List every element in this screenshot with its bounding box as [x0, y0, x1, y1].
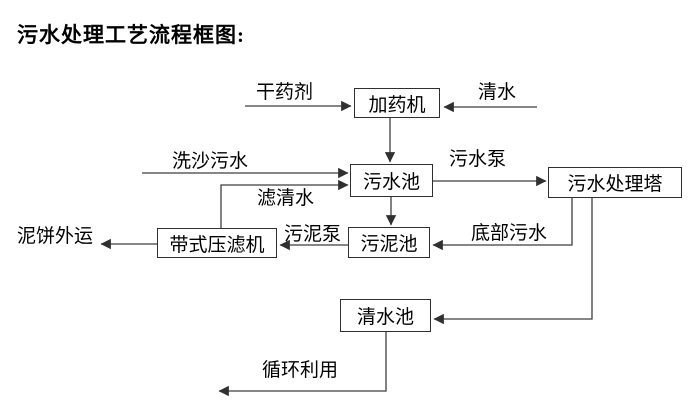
node-wastewater-treatment-tower: 污水处理塔 — [548, 167, 682, 198]
label-clear-water: 清水 — [478, 82, 517, 103]
arrow-tower-to-clear-water-pool — [433, 198, 593, 325]
label-dry-agent: 干药剂 — [256, 82, 314, 103]
arrow-tower-bottom-wastewater-to-sludge-pool — [432, 198, 573, 251]
label-bottom-wastewater: 底部污水 — [471, 223, 548, 244]
node-dosing-machine: 加药机 — [354, 88, 440, 118]
label-sand-washing-wastewater: 洗沙污水 — [172, 151, 249, 172]
node-sludge-pool: 污泥池 — [348, 227, 430, 258]
page-title: 污水处理工艺流程框图: — [17, 23, 245, 47]
label-sludge-pump: 污泥泵 — [284, 224, 342, 245]
arrow-clear-water-pool-to-recycle — [218, 332, 387, 397]
node-wastewater-pool: 污水池 — [350, 164, 433, 197]
label-filtered-clear-water: 滤清水 — [257, 188, 315, 209]
node-clear-water-pool: 清水池 — [340, 299, 431, 332]
arrow-filtered-water-to-wastewater-pool — [220, 179, 349, 228]
label-recycled-use: 循环利用 — [262, 360, 339, 381]
node-belt-filter-press: 带式压滤机 — [157, 228, 277, 258]
label-mud-cake-outbound: 泥饼外运 — [17, 226, 94, 247]
label-wastewater-pump: 污水泵 — [449, 149, 507, 170]
